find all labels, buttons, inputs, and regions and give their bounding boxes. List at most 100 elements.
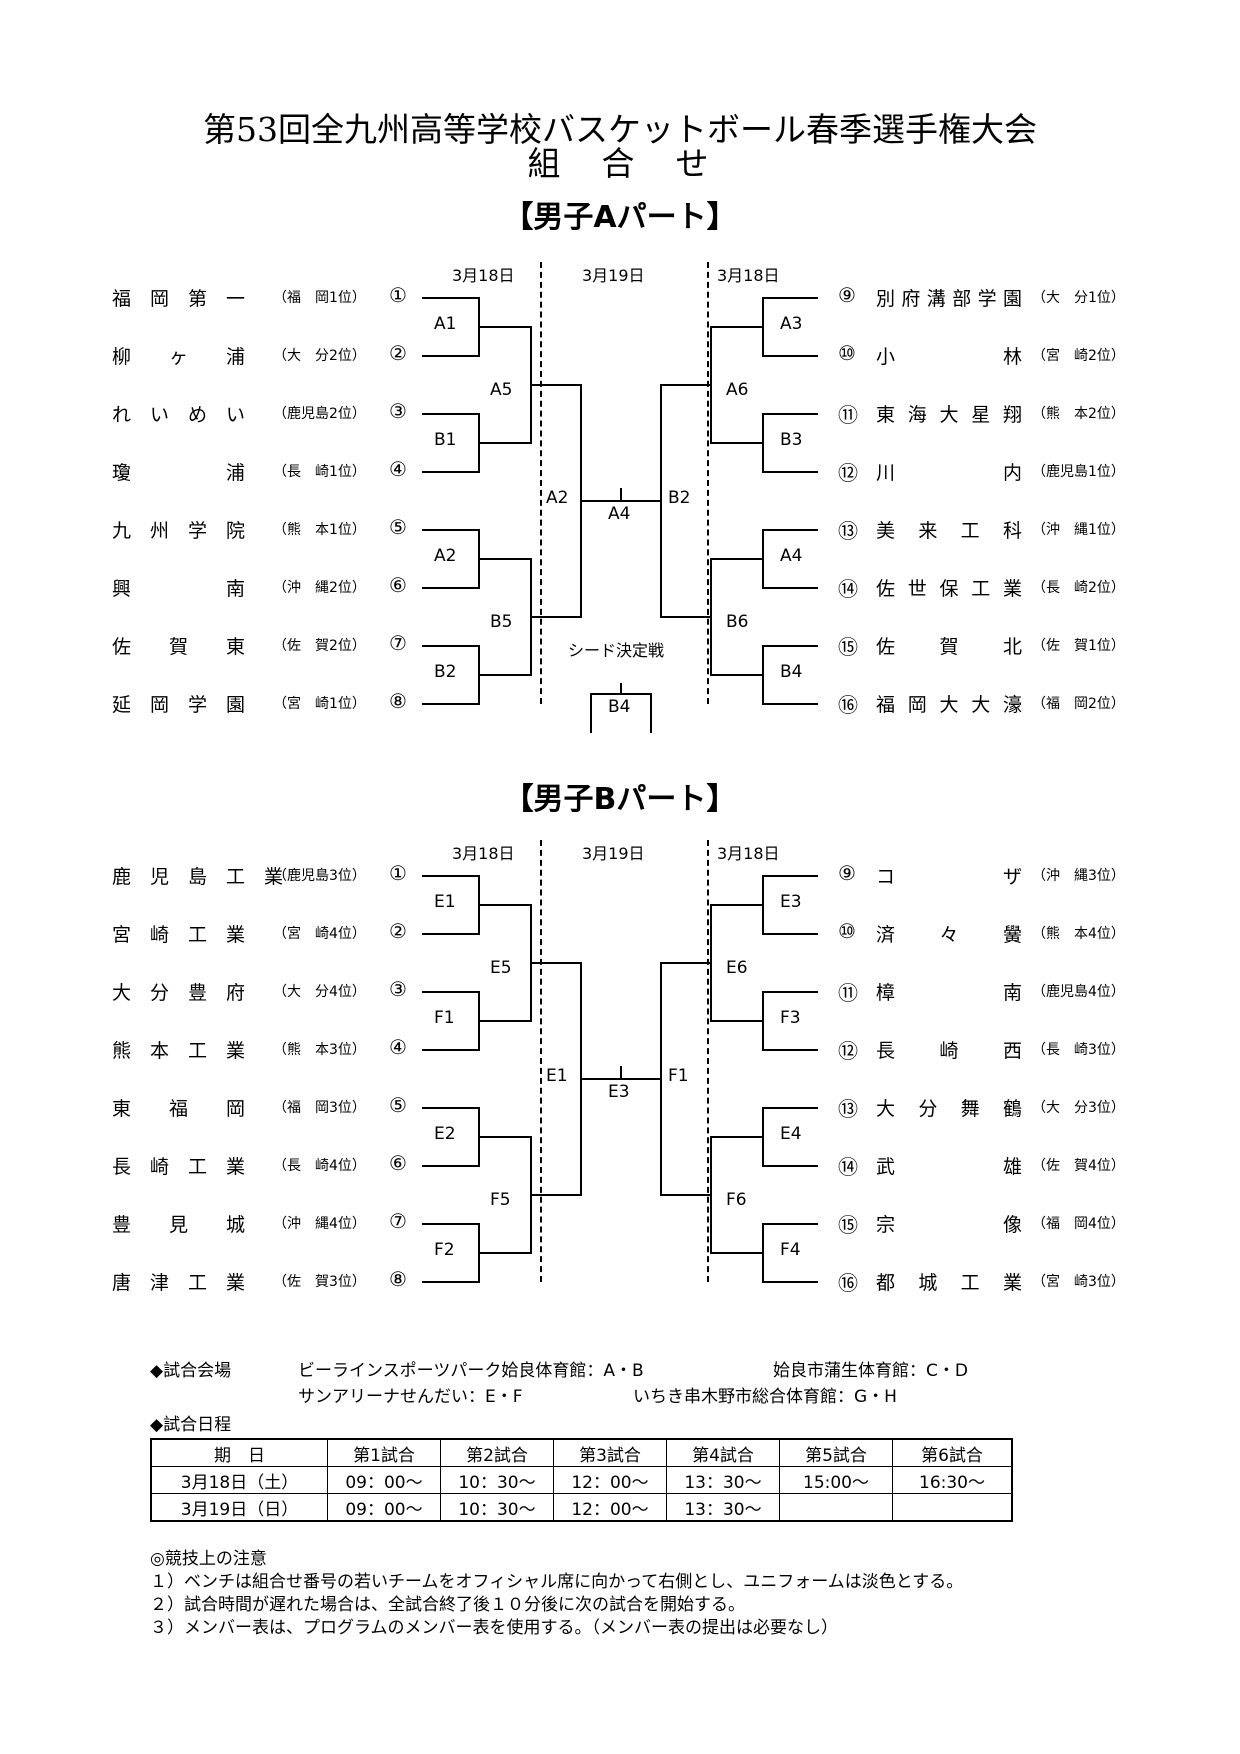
left-team-pref: （大 分4位） xyxy=(273,984,366,1000)
match-label: B5 xyxy=(490,612,513,632)
bracket-line xyxy=(580,1078,660,1080)
right-team-name: 福岡大大濠 xyxy=(876,694,1022,716)
match-label: F2 xyxy=(434,1240,455,1260)
bracket-line xyxy=(422,1223,478,1225)
final-label: A4 xyxy=(608,504,631,524)
left-team-number: ① xyxy=(389,283,407,307)
schedule-cell: 13：30～ xyxy=(666,1466,780,1494)
bracket-line xyxy=(620,1066,622,1078)
bracket-line xyxy=(478,326,530,328)
match-label: E1 xyxy=(546,1066,568,1086)
bracket-line xyxy=(762,1049,818,1051)
bracket-line xyxy=(710,674,762,676)
schedule-cell: 12：00～ xyxy=(553,1493,667,1522)
bracket-line xyxy=(762,413,764,473)
venue-2b: いちき串木野市総合体育館：G・H xyxy=(633,1387,897,1407)
right-team-pref: （大 分3位） xyxy=(1032,1100,1125,1116)
right-team-pref: （熊 本4位） xyxy=(1032,926,1125,942)
right-team-pref: （福 岡4位） xyxy=(1032,1216,1125,1232)
match-label: F5 xyxy=(490,1190,511,1210)
bracket-line xyxy=(762,1281,818,1283)
bracket-line xyxy=(762,1223,764,1283)
left-team-name: 柳 ヶ 浦 xyxy=(112,346,246,368)
note-item: １）ベンチは組合せ番号の若いチームをオフィシャル席に向かって右側とし、ユニフォー… xyxy=(150,1572,964,1592)
match-label: F3 xyxy=(780,1008,801,1028)
right-team-number: ⑬ xyxy=(838,1097,858,1121)
match-label: B4 xyxy=(780,662,803,682)
schedule-table: 期 日 第1試合 第2試合 第3試合 第4試合 第5試合 第6試合 3月18日（… xyxy=(150,1438,1013,1522)
schedule-header-cell: 第5試合 xyxy=(779,1438,893,1467)
bracket-line xyxy=(710,1252,762,1254)
left-team-pref: （鹿児島3位） xyxy=(273,868,366,884)
bracket-line xyxy=(478,1136,530,1138)
bracket-line xyxy=(530,616,580,618)
right-team-name: 都 城 工 業 xyxy=(876,1272,1022,1294)
note-item: ３）メンバー表は、プログラムのメンバー表を使用する。（メンバー表の提出は必要なし… xyxy=(150,1618,838,1638)
right-team-pref: （鹿児島1位） xyxy=(1032,464,1125,480)
bracket-line xyxy=(762,355,818,357)
bracket-line xyxy=(762,875,764,935)
schedule-cell: 16:30～ xyxy=(892,1466,1013,1494)
schedule-row: 3月19日（日） 09：00～ 10：30～ 12：00～ 13：30～ xyxy=(150,1493,1013,1522)
bracket-line xyxy=(590,693,592,733)
right-team-name: 佐 賀 北 xyxy=(876,636,1022,658)
left-team-pref: （佐 賀3位） xyxy=(273,1274,366,1290)
round-divider xyxy=(707,262,709,704)
bracket-line xyxy=(478,1020,530,1022)
right-team-number: ⑯ xyxy=(838,1271,858,1295)
right-team-name: 別府溝部学園 xyxy=(876,288,1022,310)
bracket-line xyxy=(762,297,818,299)
match-label: E2 xyxy=(434,1124,456,1144)
left-team-number: ⑥ xyxy=(389,1151,407,1175)
right-team-pref: （熊 本2位） xyxy=(1032,406,1125,422)
right-team-name: 大 分 舞 鶴 xyxy=(876,1098,1022,1120)
right-team-number: ⑫ xyxy=(838,1039,858,1063)
bracket-line xyxy=(660,384,710,386)
left-team-name: 宮 崎 工 業 xyxy=(112,924,246,946)
bracket-line xyxy=(710,326,762,328)
bracket-line xyxy=(620,683,622,693)
schedule-cell xyxy=(779,1493,893,1522)
schedule-header-cell: 期 日 xyxy=(150,1438,328,1467)
right-team-pref: （宮 崎2位） xyxy=(1032,348,1125,364)
round-date: 3月19日 xyxy=(582,844,645,863)
match-label: A1 xyxy=(434,314,457,334)
match-label: E5 xyxy=(490,958,512,978)
match-label: B6 xyxy=(726,612,749,632)
bracket-line xyxy=(422,703,478,705)
right-team-number: ⑪ xyxy=(838,981,858,1005)
right-team-pref: （佐 賀1位） xyxy=(1032,638,1125,654)
left-team-number: ⑦ xyxy=(389,1209,407,1233)
match-label: F6 xyxy=(726,1190,747,1210)
schedule-cell: 12：00～ xyxy=(553,1466,667,1494)
bracket-line xyxy=(710,1136,712,1254)
left-team-number: ④ xyxy=(389,457,407,481)
bracket-line xyxy=(478,442,530,444)
bracket-line xyxy=(710,558,712,676)
bracket-line xyxy=(710,904,712,1022)
right-team-number: ⑩ xyxy=(838,341,856,365)
match-label: B2 xyxy=(434,662,457,682)
match-label: F4 xyxy=(780,1240,801,1260)
bracket-line xyxy=(422,587,478,589)
round-divider xyxy=(707,840,709,1282)
seed-label: シード決定戦 xyxy=(568,641,665,660)
bracket-line xyxy=(762,875,818,877)
left-team-pref: （長 崎1位） xyxy=(273,464,366,480)
bracket-line xyxy=(530,384,580,386)
bracket-line xyxy=(762,297,764,357)
match-label: E6 xyxy=(726,958,748,978)
bracket-line xyxy=(422,991,478,993)
bracket-line xyxy=(478,1252,530,1254)
right-team-number: ⑨ xyxy=(838,283,856,307)
left-team-number: ⑧ xyxy=(389,1267,407,1291)
right-team-pref: （沖 縄1位） xyxy=(1032,522,1125,538)
left-team-number: ③ xyxy=(389,399,407,423)
note-item: ２）試合時間が遅れた場合は、全試合終了後１０分後に次の試合を開始する。 xyxy=(150,1595,745,1615)
schedule-cell: 3月18日（土） xyxy=(150,1466,328,1494)
left-team-number: ⑥ xyxy=(389,573,407,597)
right-team-number: ⑮ xyxy=(838,1213,858,1237)
bracket-line xyxy=(710,1020,762,1022)
round-divider xyxy=(540,840,542,1282)
left-team-name: 鹿 児 島 工 業 xyxy=(112,866,284,888)
